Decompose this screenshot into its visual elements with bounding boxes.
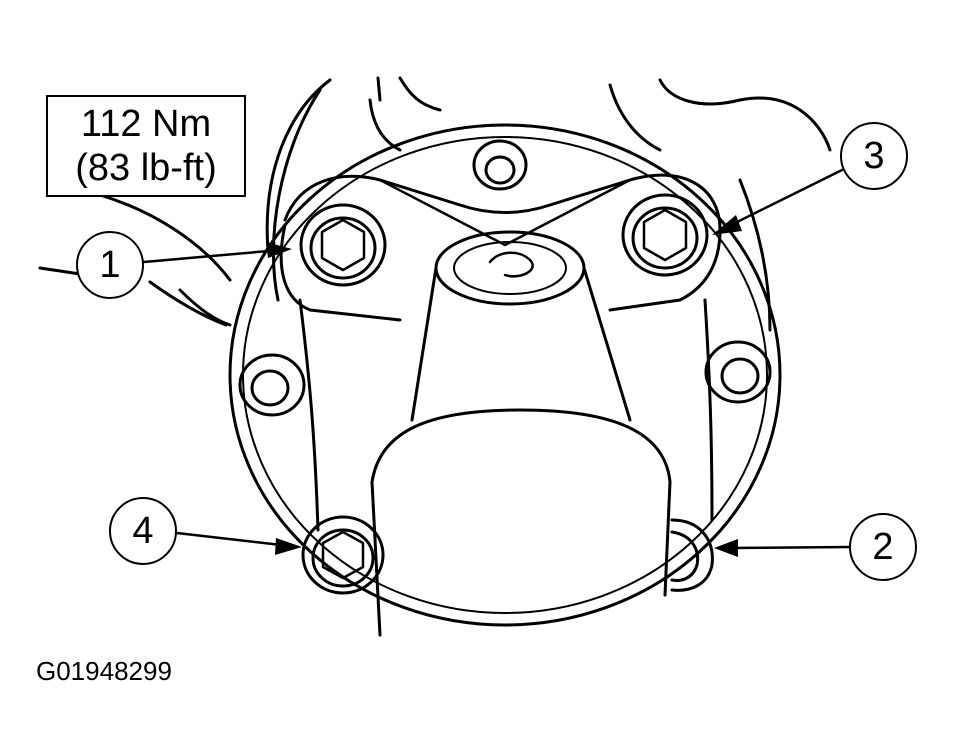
arrow-3 xyxy=(723,168,844,230)
callout-1: 1 xyxy=(76,231,144,299)
bolt-4 xyxy=(301,515,385,595)
flange xyxy=(228,123,782,627)
arrow-3-head xyxy=(712,215,742,235)
arrow-1 xyxy=(142,248,282,264)
callout-1-label: 1 xyxy=(99,243,121,286)
axle-tube xyxy=(370,230,672,637)
callout-4-label: 4 xyxy=(132,509,154,552)
callout-4: 4 xyxy=(109,497,177,565)
leader-arrows xyxy=(142,168,852,557)
figure-id: G01948299 xyxy=(36,656,172,686)
bracket xyxy=(279,173,722,532)
callout-2-label: 2 xyxy=(872,525,894,568)
torque-spec-box: 112 Nm (83 lb-ft) xyxy=(46,95,246,197)
arrow-2-head xyxy=(714,539,738,557)
bolt-1 xyxy=(299,203,387,287)
arrow-1-head xyxy=(266,242,292,258)
torque-metric: 112 Nm xyxy=(80,103,212,145)
housing-outline xyxy=(38,76,832,332)
bolt-3 xyxy=(621,193,709,277)
torque-imperial: (83 lb-ft) xyxy=(75,147,217,189)
callout-3: 3 xyxy=(840,122,908,190)
callout-2: 2 xyxy=(849,513,917,581)
arrow-4-head xyxy=(275,538,302,555)
callout-3-label: 3 xyxy=(863,134,885,177)
bolt-2 xyxy=(670,518,714,592)
arrow-4 xyxy=(175,531,292,548)
arrow-2 xyxy=(726,545,852,550)
